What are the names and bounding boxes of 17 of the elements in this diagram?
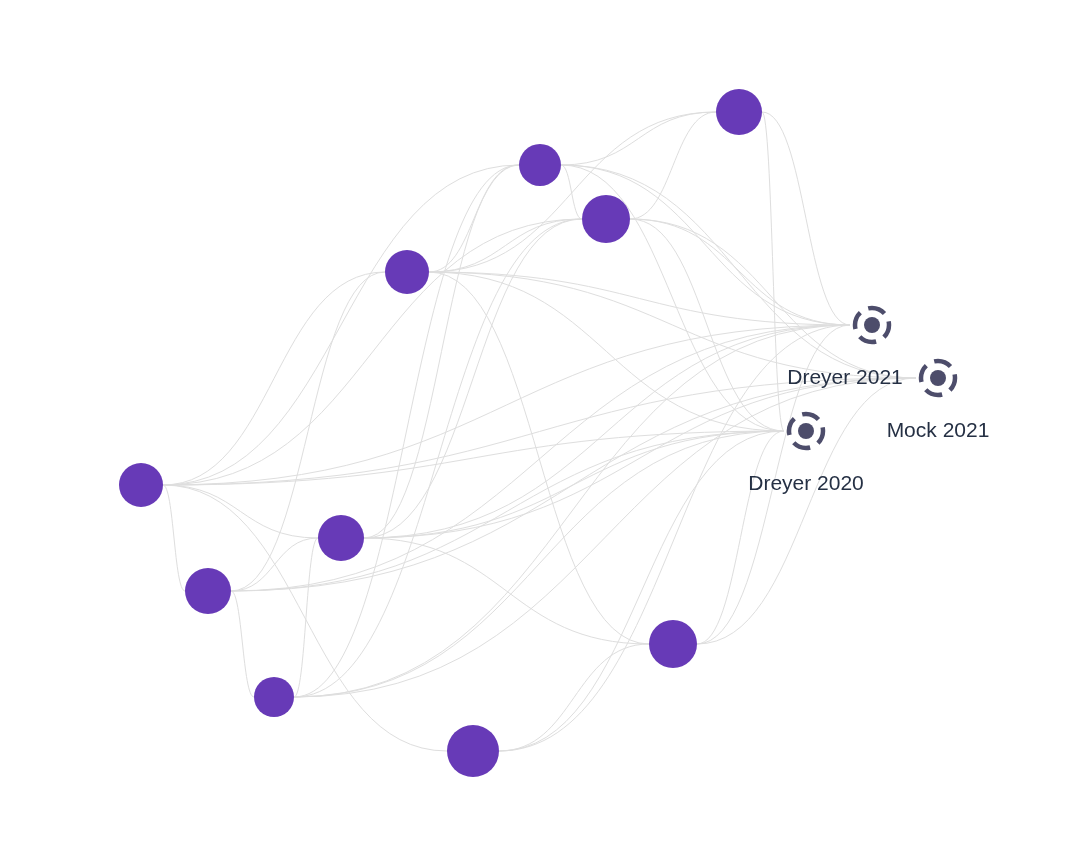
paper-label: Mock 2021: [886, 418, 990, 442]
paper-node: [649, 620, 697, 668]
paper-label: Dreyer 2020: [748, 471, 864, 495]
paper-node: [119, 463, 163, 507]
link-curve: [162, 484, 186, 592]
link-curve: [230, 590, 255, 698]
paper-label: Dreyer 2021: [787, 365, 903, 389]
link-curve: [293, 537, 319, 698]
paper-node: [185, 568, 231, 614]
paper-node: [519, 144, 561, 186]
paper-node: [716, 89, 762, 135]
paper-node: [254, 677, 294, 717]
paper-node: [582, 195, 630, 243]
paper-node: [447, 725, 499, 777]
link-curve: [560, 164, 583, 220]
paper-node: [385, 250, 429, 294]
paper-node: [318, 515, 364, 561]
